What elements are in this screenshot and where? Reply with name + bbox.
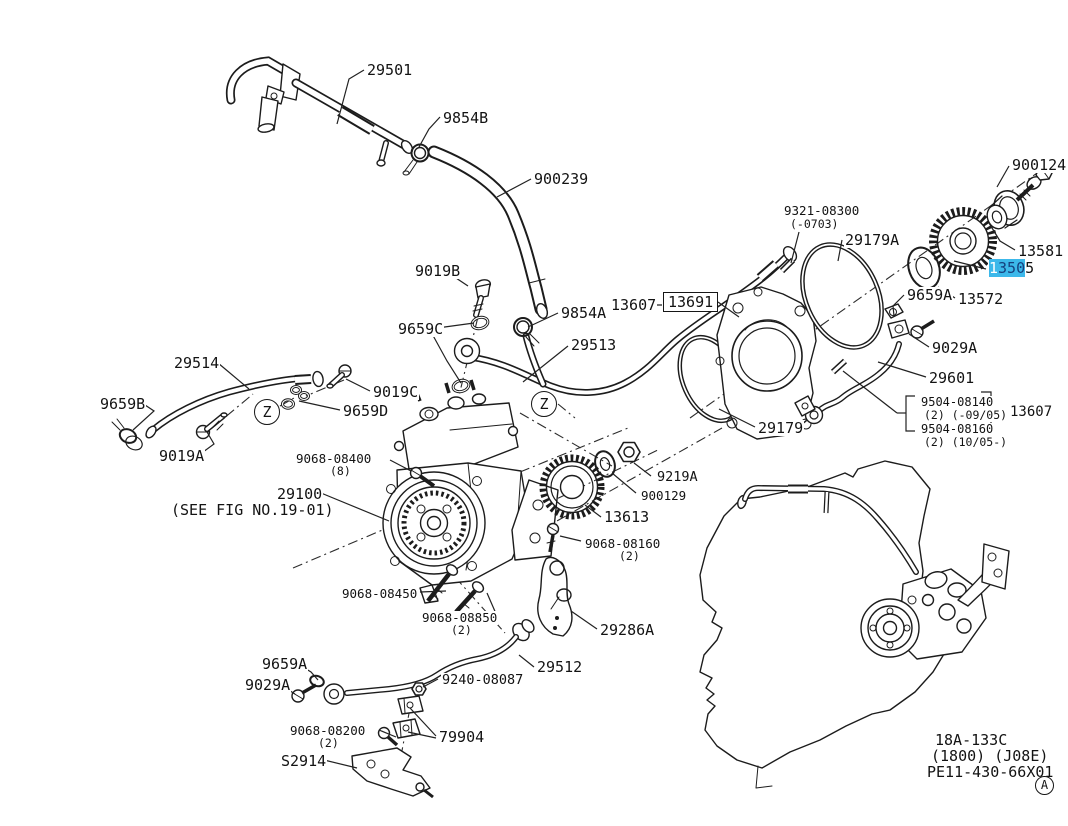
part-label-13505[interactable]: 13505: [988, 259, 1036, 277]
part-label-9659a-lower[interactable]: 9659A: [261, 655, 309, 673]
sheet-marker-a: A: [1035, 776, 1054, 795]
part-label-29601[interactable]: 29601: [928, 369, 976, 387]
part-label-79904[interactable]: 79904: [438, 728, 486, 746]
part-label-9504-08140[interactable]: 9504-08140: [920, 395, 995, 409]
part-29100-art: [382, 379, 559, 604]
part-label-9068-08160-qty: (2): [618, 549, 641, 563]
part-label-9068-08850[interactable]: 9068-08850: [421, 610, 499, 625]
part-label-9240-08087[interactable]: 9240-08087: [441, 672, 525, 688]
part-label-29179a[interactable]: 29179A: [844, 231, 901, 249]
part-label-9659a-upper[interactable]: 9659A: [906, 286, 954, 304]
part-label-9068-08850-qty: (2): [450, 623, 473, 637]
part-label-900239[interactable]: 900239: [533, 170, 590, 188]
part-label-9321-08300[interactable]: 9321-08300: [783, 203, 861, 218]
part-label-9219a[interactable]: 9219A: [656, 469, 699, 485]
part-label-9321-08300-date: (-0703): [789, 217, 840, 231]
part-label-900129[interactable]: 900129: [640, 488, 688, 503]
part-label-13607[interactable]: 13607: [610, 296, 658, 314]
part-label-9019c[interactable]: 9019C: [372, 383, 420, 401]
part-label-13581[interactable]: 13581: [1017, 242, 1065, 260]
part-label-9068-08200[interactable]: 9068-08200: [289, 723, 367, 738]
part-29601-art: [794, 303, 935, 425]
part-13691-art: [677, 242, 884, 440]
part-label-9029a-upper[interactable]: 9029A: [931, 339, 979, 357]
part-label-29286a[interactable]: 29286A: [599, 621, 656, 639]
part-label-9029a-lower[interactable]: 9029A: [244, 676, 292, 694]
part-label-29100[interactable]: 29100: [276, 485, 324, 503]
engine-block-art: [699, 460, 1010, 789]
part-label-29514[interactable]: 29514: [173, 354, 221, 372]
part-label-29179[interactable]: 29179: [757, 419, 805, 437]
part-label-13613[interactable]: 13613: [603, 508, 651, 526]
part-label-9504-08140-qty: (2) (-09/05): [923, 408, 1009, 422]
part-900239-art: [402, 143, 549, 319]
part-label-29513[interactable]: 29513: [570, 336, 618, 354]
bolts-art: [409, 466, 560, 614]
part-label-9068-08450[interactable]: 9068-08450: [341, 586, 419, 601]
part-label-9854b[interactable]: 9854B: [442, 109, 490, 127]
part-label-9068-08200-qty: (2): [317, 736, 340, 750]
part-label-9504-08160-qty: (2) (10/05-): [923, 435, 1009, 449]
part-label-9659d[interactable]: 9659D: [342, 402, 390, 420]
part-29286a-art: [537, 556, 573, 637]
figure-code: 18A-133C: [935, 731, 1008, 749]
part-label-13607-right[interactable]: 13607: [1009, 404, 1054, 420]
part-29501-art: [225, 56, 414, 167]
zoom-marker-z-left: Z: [254, 399, 280, 425]
part-label-29501[interactable]: 29501: [366, 61, 414, 79]
figure-drawing-no: PE11-430-66X01: [927, 763, 1054, 781]
part-label-9854a[interactable]: 9854A: [560, 304, 608, 322]
part-label-9019b[interactable]: 9019B: [414, 262, 462, 280]
part-label-9659c[interactable]: 9659C: [397, 320, 445, 338]
part-label-9068-08160[interactable]: 9068-08160: [584, 536, 662, 551]
part-13613-art: [539, 441, 641, 520]
part-label-13572[interactable]: 13572: [957, 290, 1005, 308]
figure-engine: (1800) (J08E): [931, 747, 1049, 765]
leader-lines: [132, 69, 1016, 769]
part-label-9504-08160[interactable]: 9504-08160: [920, 422, 995, 436]
part-label-9659b[interactable]: 9659B: [99, 395, 147, 413]
part-label-29512[interactable]: 29512: [536, 658, 584, 676]
part-29514-art: [111, 364, 352, 451]
part-label-9068-08400[interactable]: 9068-08400: [295, 451, 373, 466]
zoom-marker-z-right: Z: [531, 391, 557, 417]
part-label-29100-ref: (SEE FIG NO.19-01): [171, 501, 334, 519]
part-label-9068-08400-qty: (8): [329, 464, 352, 478]
part-label-9019a[interactable]: 9019A: [158, 447, 206, 465]
part-label-900124[interactable]: 900124: [1011, 156, 1068, 174]
part-label-s2914[interactable]: S2914: [280, 752, 328, 770]
part-label-13691[interactable]: 13691: [663, 292, 719, 312]
part-29513-art: [451, 246, 798, 396]
